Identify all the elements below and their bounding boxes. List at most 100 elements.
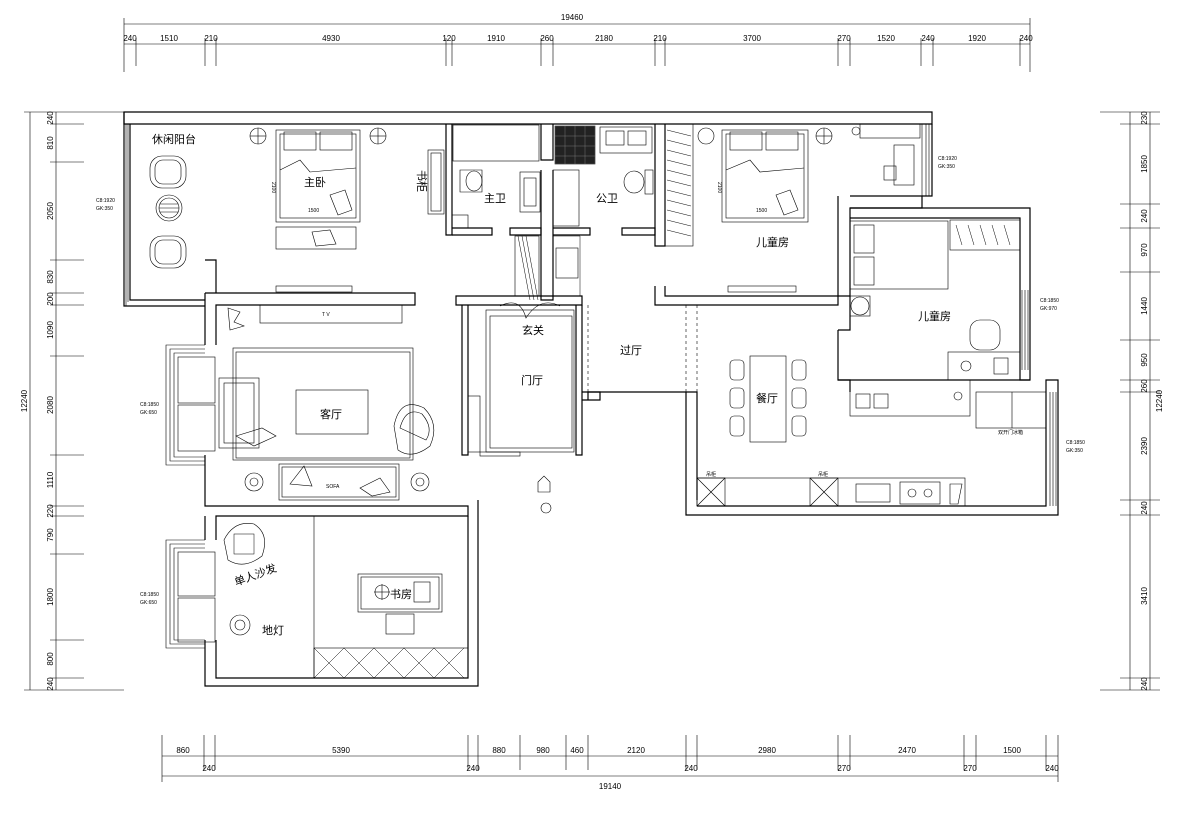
left-total-dim: 12240: [20, 389, 29, 412]
right-dim-6: 260: [1140, 379, 1149, 393]
left-dim-11: 800: [46, 652, 55, 666]
room-label-study: 书房: [390, 588, 412, 601]
kids-bed-2: [849, 219, 1021, 381]
room-label-single-sofa: 单人沙发: [232, 561, 278, 589]
kids1-bed-width: 1500: [756, 208, 767, 214]
public-bath-fixtures: [552, 125, 654, 297]
top-dim-0: 240: [123, 34, 137, 43]
right-dim-10: 240: [1140, 677, 1149, 691]
room-label-floor-lamp: 地灯: [262, 624, 284, 637]
window-label-study-1: C8:1850: [140, 592, 159, 598]
left-dim-labels: 12240 240 810 2050 830 200 1090 2080 111…: [20, 111, 55, 691]
bottom-dim-r2-4: 270: [963, 764, 977, 773]
right-dim-labels: 12240 230 1850 240 970 1440 950 260 2390…: [1140, 111, 1164, 691]
right-dim-9: 3410: [1140, 587, 1149, 605]
window-label-dining-1: C8:1850: [1066, 440, 1085, 446]
bottom-dim-4: 460: [570, 746, 584, 755]
top-dim-ticks: [135, 38, 1021, 66]
bottom-dim-r2-2: 240: [684, 764, 698, 773]
top-dim-1: 1510: [160, 34, 178, 43]
room-label-kids-room-1: 儿童房: [756, 235, 789, 249]
right-total-dim: 12240: [1155, 389, 1164, 412]
top-dim-3: 4930: [322, 34, 340, 43]
left-dim-7: 1110: [46, 471, 55, 488]
bottom-dimension-chain: [161, 735, 1059, 782]
bottom-dim-2: 880: [492, 746, 506, 755]
top-dim-8: 210: [653, 34, 667, 43]
left-dim-1: 810: [46, 136, 55, 150]
right-dimension-chain: [1100, 111, 1160, 691]
bottom-dim-r2-1: 240: [466, 764, 480, 773]
room-label-hallway: 过厅: [620, 344, 642, 357]
wardrobe-strip: [664, 123, 694, 247]
room-label-dining-room: 餐厅: [756, 391, 778, 405]
left-dim-6: 2080: [46, 396, 55, 414]
master-bath-fixtures: [451, 124, 541, 301]
right-dim-0: 230: [1140, 111, 1149, 125]
top-dim-5: 1910: [487, 34, 505, 43]
top-dim-2: 210: [204, 34, 218, 43]
right-dim-4: 1440: [1140, 297, 1149, 315]
left-dim-12: 240: [46, 677, 55, 691]
tv-label: T V: [322, 312, 330, 318]
dining-kitchen: 双开门冰箱 吊柜 吊柜: [696, 285, 1047, 507]
kids1-bed-length: 2100: [716, 182, 722, 193]
foyer-fixtures: [467, 302, 575, 514]
room-label-master-bedroom: 主卧: [304, 176, 326, 189]
room-label-master-bath: 主卫: [484, 192, 506, 205]
living-room-furniture: T V SOFA: [218, 285, 435, 501]
window-label-kids2-1: C8:1850: [1040, 298, 1059, 304]
room-label-living-room: 客厅: [320, 407, 342, 421]
window-labels: C8:1920 GK:350 C8:1850 GK:650 C8:1850 GK…: [96, 156, 1085, 606]
right-dim-5: 950: [1140, 353, 1149, 367]
top-dim-6: 260: [540, 34, 554, 43]
bottom-dim-r2-5: 240: [1045, 764, 1059, 773]
walls: [123, 111, 1059, 687]
fridge-label: 双开门冰箱: [998, 429, 1023, 436]
right-dim-7: 2390: [1140, 437, 1149, 455]
top-dim-13: 1920: [968, 34, 986, 43]
window-label-living-1: C8:1850: [140, 402, 159, 408]
room-labels: 休闲阳台 主卧 书柜 主卫 公卫 儿童房 儿童房 玄关 门厅 过厅 客厅 餐厅 …: [152, 132, 951, 637]
room-label-entrance: 玄关: [522, 323, 544, 337]
room-label-foyer: 门厅: [521, 373, 543, 387]
room-label-public-bath: 公卫: [596, 192, 618, 205]
top-dim-4: 120: [442, 34, 456, 43]
top-dim-14: 240: [1019, 34, 1033, 43]
left-dim-4: 200: [46, 292, 55, 306]
bookcase: [427, 149, 445, 215]
right-dim-2: 240: [1140, 209, 1149, 223]
bottom-dim-8: 1500: [1003, 746, 1021, 755]
room-label-balcony: 休闲阳台: [152, 132, 196, 146]
room-label-bookcase: 书柜: [415, 170, 428, 192]
sofa-label: SOFA: [326, 484, 340, 490]
windows: [125, 124, 1057, 649]
bottom-dim-1: 5390: [332, 746, 350, 755]
room-label-kids-room-2: 儿童房: [918, 309, 951, 323]
right-dim-8: 240: [1140, 501, 1149, 515]
bottom-dim-6: 2980: [758, 746, 776, 755]
top-dim-9: 3700: [743, 34, 761, 43]
window-label-kids1-1: C8:1920: [938, 156, 957, 162]
bottom-dim-0: 860: [176, 746, 190, 755]
left-dim-0: 240: [46, 111, 55, 125]
top-dim-11: 1520: [877, 34, 895, 43]
left-dim-9: 790: [46, 528, 55, 542]
left-dimension-chain: [24, 111, 124, 691]
balcony-chairs: [149, 155, 187, 269]
left-dim-10: 1800: [46, 588, 55, 606]
right-dim-1: 1850: [1140, 155, 1149, 173]
window-label-balcony-2: GK:350: [96, 206, 113, 212]
study-furniture: [223, 516, 469, 679]
hallway-dashes: [587, 305, 698, 392]
cabinet-label-1: 吊柜: [706, 471, 716, 478]
bottom-dim-7: 2470: [898, 746, 916, 755]
window-label-kids1-2: GK:350: [938, 164, 955, 170]
top-total-dim: 19460: [561, 13, 584, 22]
bottom-dim-labels: 860 5390 880 980 460 2120 2980 2470 1500…: [176, 746, 1059, 791]
window-label-study-2: GK:650: [140, 600, 157, 606]
bottom-dim-3: 980: [536, 746, 550, 755]
master-bed-length: 2100: [270, 182, 276, 193]
bottom-total-dim: 19140: [599, 782, 622, 791]
